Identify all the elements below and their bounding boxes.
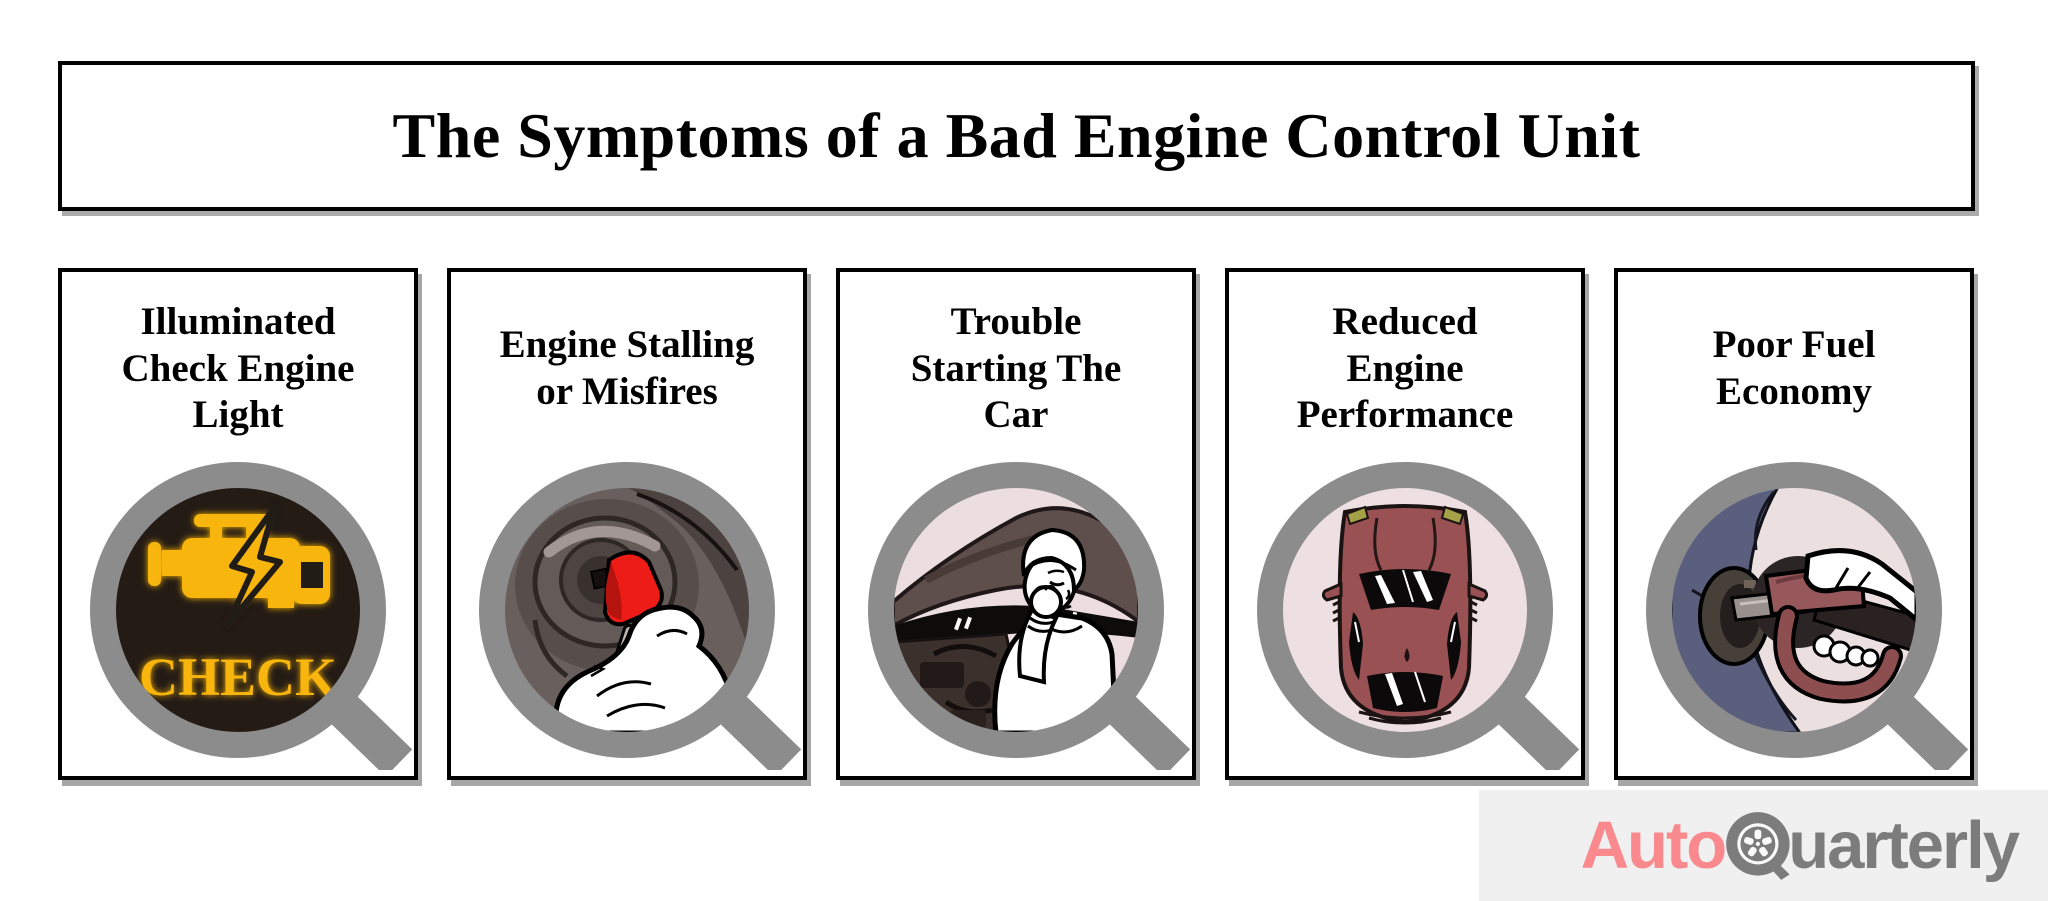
magnifier-open-hood-icon <box>868 462 1191 770</box>
logo-text-auto: Auto <box>1580 808 1728 883</box>
magnifier-car-top-view-icon <box>1257 462 1580 770</box>
symptom-card-reduced-performance: Reduced Engine Performance <box>1225 268 1585 780</box>
card-title-line: Performance <box>1296 393 1514 437</box>
car-top-view-illustration <box>1321 504 1489 725</box>
card-title-line: Check Engine <box>121 346 355 390</box>
card-title-line: Engine <box>1346 346 1464 390</box>
magnifier-ignition-key-icon <box>479 462 802 770</box>
tire-q-icon <box>1726 811 1790 880</box>
symptom-card-trouble-starting: Trouble Starting The Car <box>836 268 1196 780</box>
card-title: Illuminated Check Engine Light <box>62 272 414 460</box>
card-title: Reduced Engine Performance <box>1229 272 1581 460</box>
card-title-line: Engine Stalling <box>499 323 755 367</box>
card-title-line: or Misfires <box>536 370 718 413</box>
fuel-nozzle-illustration <box>1671 487 1917 733</box>
card-title: Trouble Starting The Car <box>840 272 1192 460</box>
logo-text-quarterly: uarterly <box>1788 808 2020 883</box>
check-engine-glyph <box>148 505 330 627</box>
page-title: The Symptoms of a Bad Engine Control Uni… <box>392 100 1641 171</box>
open-hood-illustration <box>893 506 1139 733</box>
card-title-line: Light <box>192 393 284 437</box>
magnifier-fuel-nozzle-icon <box>1646 462 1969 770</box>
symptom-card-engine-stalling: Engine Stalling or Misfires <box>447 268 807 780</box>
symptom-card-poor-fuel-economy: Poor Fuel Economy <box>1614 268 1974 780</box>
card-title-line: Starting The <box>910 346 1122 390</box>
header-box: The Symptoms of a Bad Engine Control Uni… <box>58 61 1975 211</box>
card-title: Poor Fuel Economy <box>1618 272 1970 460</box>
card-title-line: Reduced <box>1332 299 1478 343</box>
magnifier-check-engine-icon: CHECK <box>90 462 413 770</box>
card-title-line: Illuminated <box>140 299 336 343</box>
card-title-line: Poor Fuel <box>1712 323 1876 367</box>
card-title: Engine Stalling or Misfires <box>451 272 803 460</box>
card-title-line: Economy <box>1716 370 1872 413</box>
check-label: CHECK <box>139 647 337 707</box>
card-title-line: Trouble <box>950 299 1082 343</box>
card-title-line: Car <box>983 393 1049 437</box>
brand-logo-strip: Auto uarterly <box>1479 790 2048 901</box>
ignition-key-illustration <box>515 487 750 733</box>
symptom-card-check-engine-light: Illuminated Check Engine Light <box>58 268 418 780</box>
